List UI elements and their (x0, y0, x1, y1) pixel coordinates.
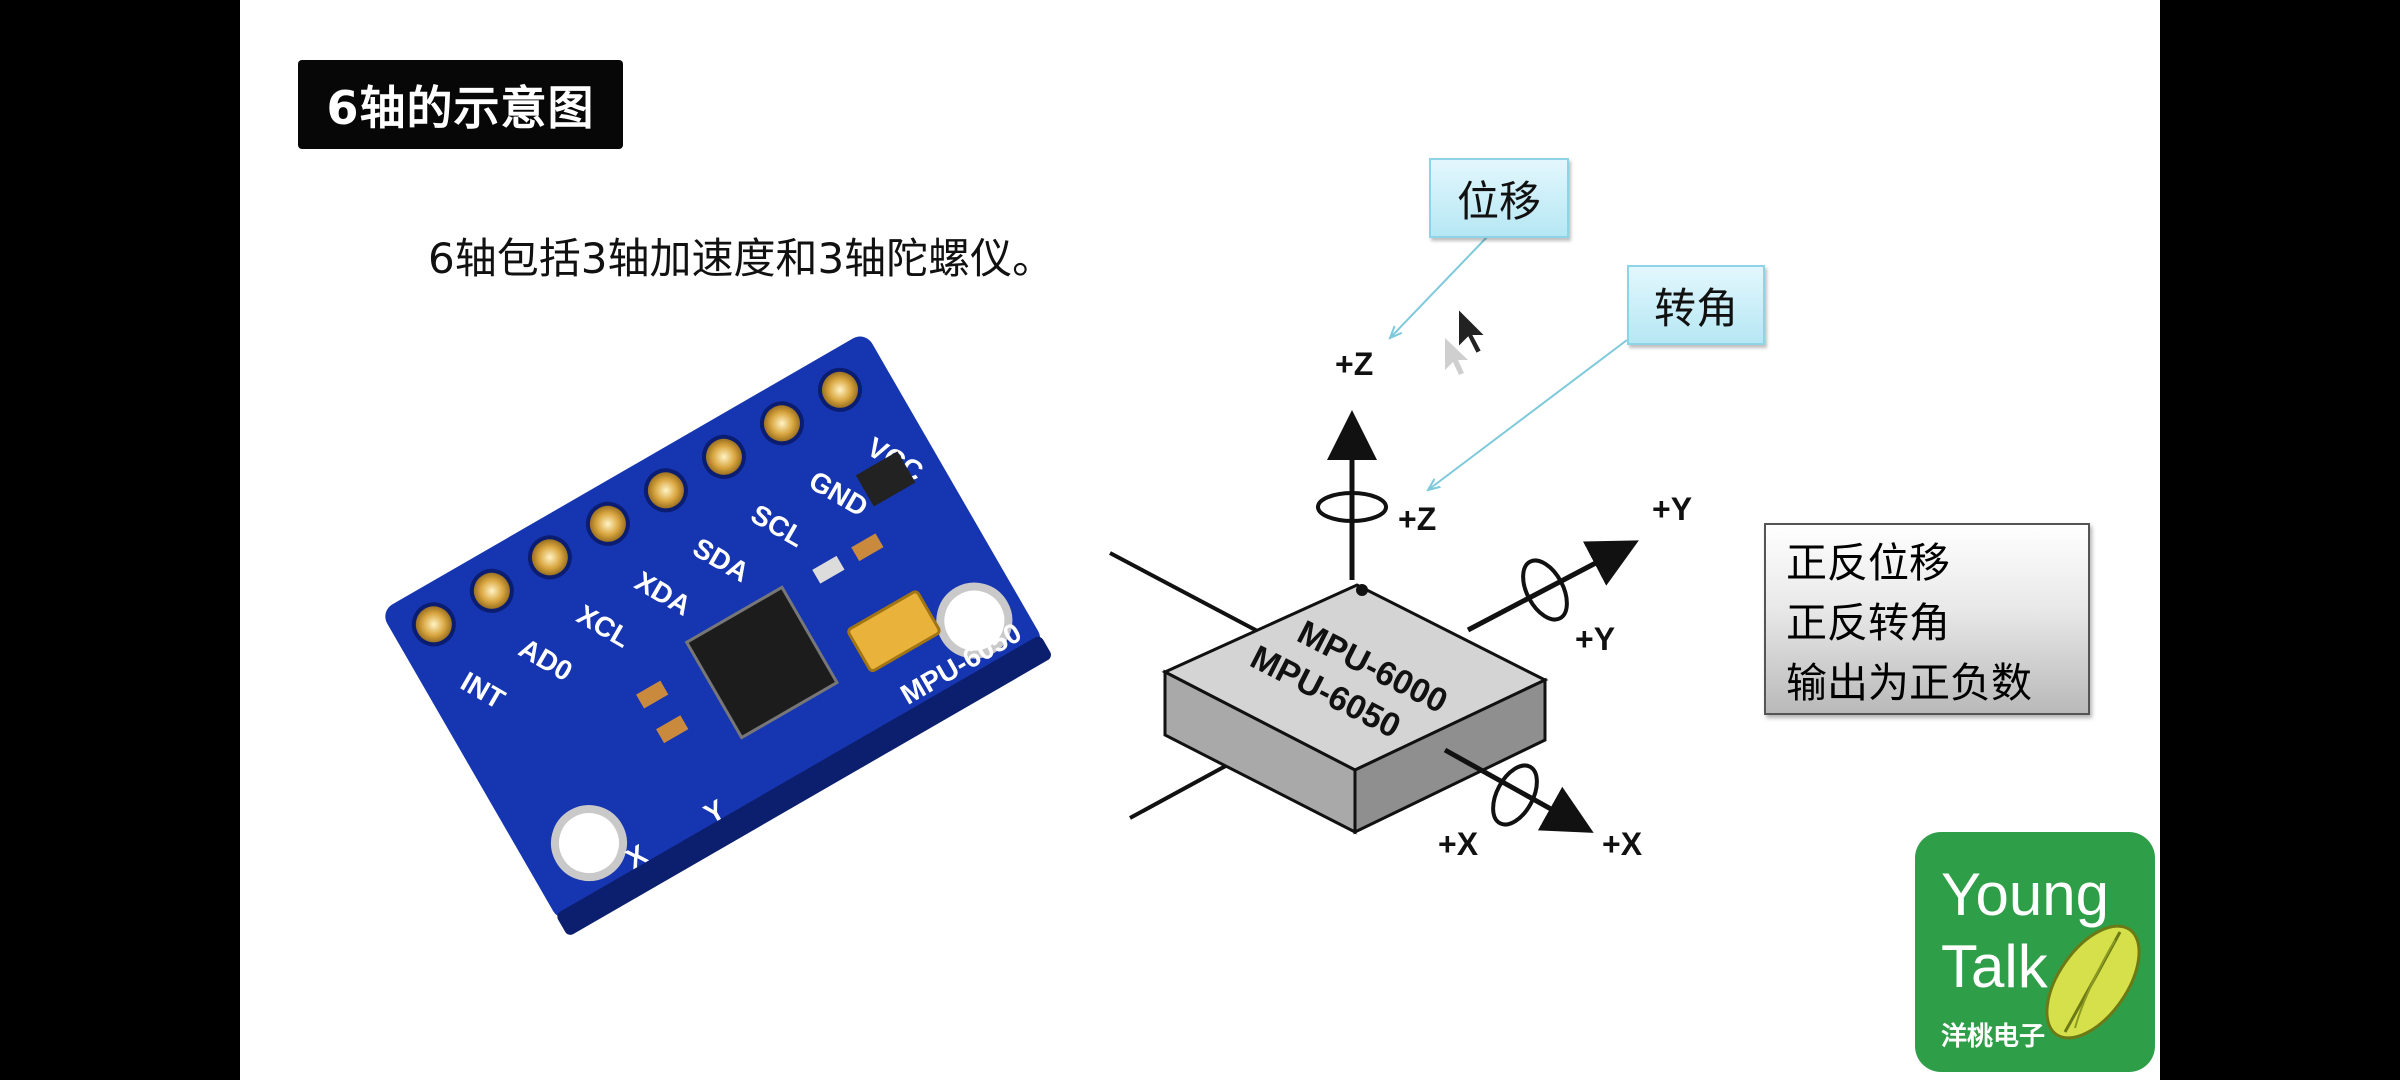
callout-rotation: 转角 (1627, 265, 1765, 345)
youngtalk-logo: Young Talk 洋桃电子 (1915, 832, 2155, 1072)
axis-diagram: MPU-6000 MPU-6050 +Z +Z +Y +Y +X +X (1110, 237, 1692, 862)
callout-displacement: 位移 (1429, 158, 1569, 238)
y-axis-label: +Y (1652, 491, 1692, 527)
carambola-icon (1915, 832, 2155, 1072)
chip-pin1-dot (1356, 584, 1368, 596)
z-axis-label: +Z (1335, 346, 1373, 382)
note-line-3: 输出为正负数 (1786, 653, 2088, 713)
notes-box: 正反位移 正反转角 输出为正负数 (1764, 523, 2090, 715)
callout-rotation-text: 转角 (1654, 275, 1738, 336)
x-rotation-arrow (1484, 758, 1546, 831)
mouse-cursor-icon (1458, 308, 1486, 354)
callout-displacement-text: 位移 (1457, 168, 1541, 229)
z-rotation-label: +Z (1398, 501, 1436, 537)
y-rotation-label: +Y (1575, 621, 1615, 657)
x-axis-label: +X (1602, 826, 1643, 862)
axis-line-back-left (1110, 553, 1265, 635)
x-axis-arrow (1445, 750, 1585, 828)
mouse-cursor-ghost-icon (1445, 338, 1468, 375)
x-rotation-label: +X (1438, 826, 1479, 862)
slide: 6轴的示意图 6轴包括3轴加速度和3轴陀螺仪。 (240, 0, 2160, 1080)
mpu6050-board: INT AD0 XCL XDA SDA SCL GND VCC (380, 331, 1053, 937)
note-line-1: 正反位移 (1786, 533, 2088, 593)
note-line-2: 正反转角 (1786, 593, 2088, 653)
